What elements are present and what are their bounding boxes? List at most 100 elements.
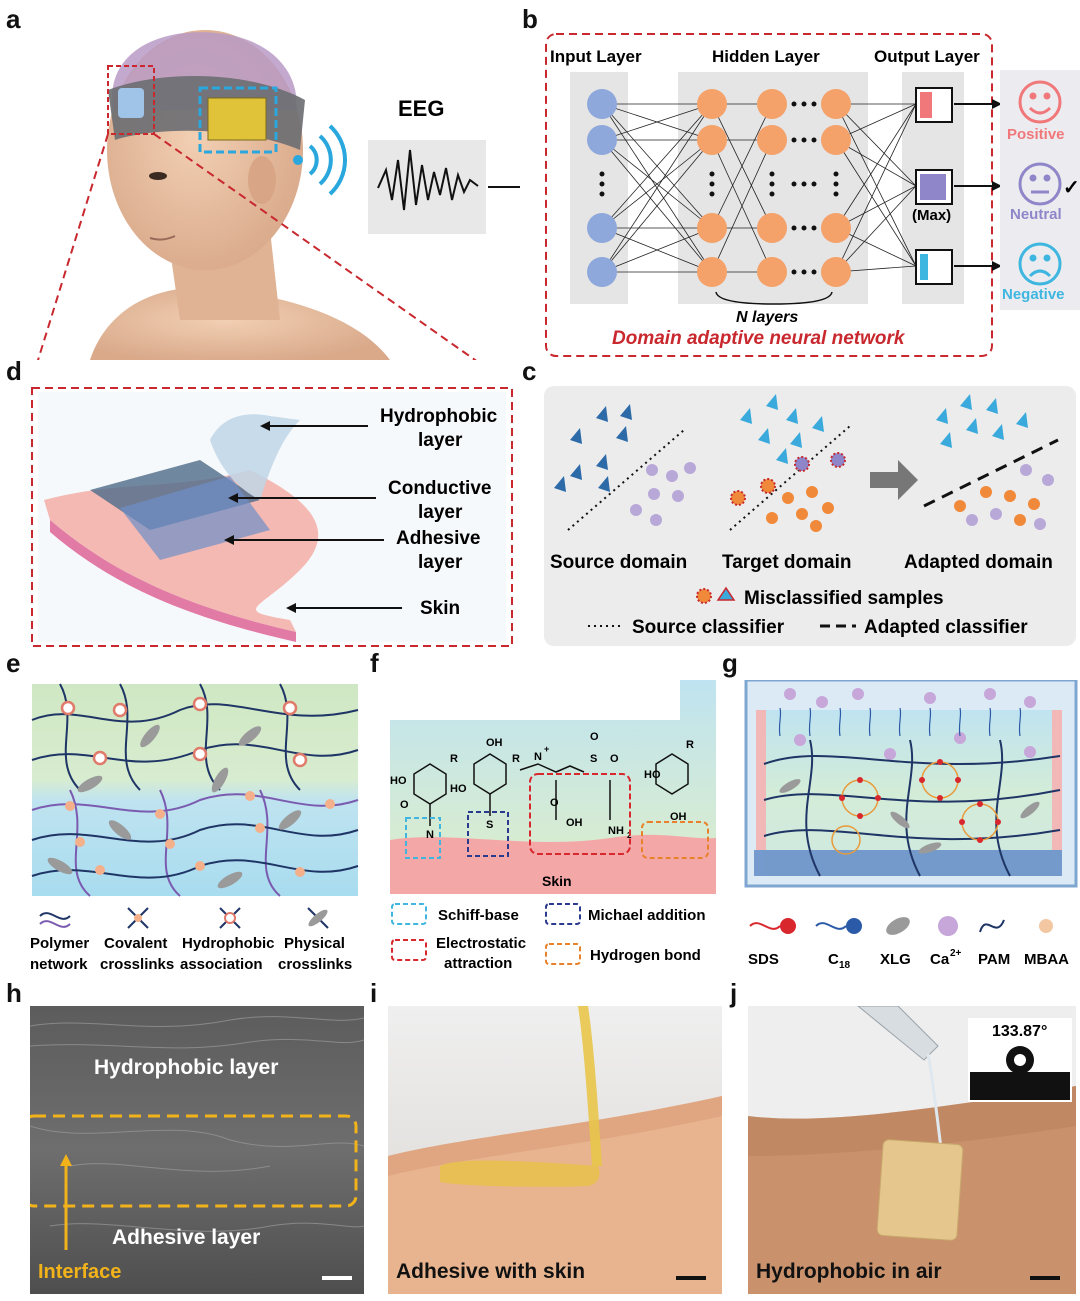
inset-substrate — [970, 1072, 1070, 1100]
legend-electrostatic-1: Electrostatic — [436, 935, 526, 952]
legend-mbaa: MBAA — [1024, 951, 1069, 968]
chemical-structures — [413, 753, 689, 826]
target-circles — [766, 486, 834, 532]
legend-covalent-1: Covalent — [104, 935, 167, 952]
physical-crosslink-ellipses — [47, 724, 302, 889]
gel-region — [764, 710, 1060, 876]
hydrophobic-layer-label-2: layer — [418, 430, 463, 451]
schiff-base-box — [405, 817, 441, 859]
electrode-patch — [118, 88, 144, 118]
eeg-waveform — [377, 149, 479, 211]
legend-hydrophobic-1: Hydrophobic — [182, 935, 275, 952]
hidden-layer-label: Hidden Layer — [712, 47, 820, 66]
panel-label-b: b — [522, 4, 538, 34]
ear — [248, 156, 276, 204]
adhesive-layer-label-2: layer — [418, 552, 463, 573]
panel-label-j: j — [730, 978, 738, 1008]
legend-physical-1: Physical — [284, 935, 345, 952]
max-label: (Max) — [912, 207, 951, 224]
panel-f-adhesion-chemistry: Skin HO O N R OH HO S R N + S O O O OH N… — [390, 680, 716, 972]
panel-label-a: a — [6, 4, 21, 34]
target-domain-label: Target domain — [722, 552, 852, 573]
adapted-purple-circles — [966, 464, 1054, 530]
panel-label-d: d — [6, 356, 22, 386]
c18-legend-icon — [815, 922, 847, 930]
panel-label-h: h — [6, 978, 22, 1008]
eeg-signal-box — [368, 140, 486, 234]
covalent-legend-icon — [127, 907, 149, 929]
sem-texture — [30, 1016, 364, 1232]
pam-legend-icon — [979, 919, 1005, 933]
legend-sds: SDS — [748, 951, 779, 968]
panel-j-hydrophobic-photo: 133.87° Hydrophobic in air — [748, 1006, 1076, 1294]
hidden-nodes — [697, 89, 851, 287]
panel-g-ionic-structure: SDS C 18 XLG Ca 2+ PAM MBAA — [744, 680, 1078, 971]
legend-physical-2: crosslinks — [278, 956, 352, 973]
chem-n-plus: N — [534, 751, 542, 763]
source-classifier-line — [567, 429, 685, 531]
chem-oh-1: OH — [486, 737, 503, 749]
n-layers-label: N layers — [736, 309, 798, 326]
legend-michael-addition: Michael addition — [588, 907, 706, 924]
left-wall — [756, 710, 766, 850]
legend-hydrophobic-2: association — [180, 956, 263, 973]
chip-highlight-box — [198, 86, 278, 154]
chem-r-2: R — [512, 753, 520, 765]
adhesive-layer-label: Adhesive layer — [112, 1226, 260, 1249]
chem-ho-1: HO — [390, 775, 407, 787]
electrostatic-box — [529, 773, 631, 855]
hydrophobic-layer-label-1: Hydrophobic — [380, 406, 498, 427]
zoom-line-right — [153, 133, 477, 360]
target-triangles — [740, 394, 824, 464]
panel-c-domain-adaptation: Source domain Target domain Adapted doma… — [544, 386, 1076, 646]
horizontal-ellipsis — [791, 101, 817, 275]
chem-o-3: O — [610, 753, 619, 765]
polymer-legend-icon — [39, 912, 71, 928]
mbaa-legend-icon — [1039, 919, 1053, 933]
hydrophobic-layer-label: Hydrophobic layer — [94, 1056, 278, 1079]
legend-ca-sup: 2+ — [950, 948, 962, 959]
panel-label-i: i — [370, 978, 378, 1008]
panel-e-polymer-network: Polymer network Covalent crosslinks Hydr… — [30, 683, 359, 973]
wireless-icon — [293, 124, 348, 196]
output-layer-label: Output Layer — [874, 47, 980, 66]
adapted-triangles — [936, 394, 1028, 448]
hydrophobic-legend-icon — [219, 907, 241, 929]
mouth — [149, 235, 176, 241]
panel-label-g: g — [722, 648, 738, 678]
misclassified-triangle-icon — [716, 586, 736, 601]
network-border — [545, 33, 993, 357]
hydrophobic-caption: Hydrophobic in air — [756, 1260, 942, 1283]
shoulders — [90, 287, 390, 360]
panel-b-neural-network: Input Layer Hidden Layer Output Layer — [545, 33, 1080, 357]
panel-a-head-illustration: EEG — [37, 30, 520, 360]
ca-legend-icon — [938, 916, 958, 936]
chem-o-4: O — [550, 797, 559, 809]
legend-pam: PAM — [978, 951, 1010, 968]
adapted-domain-label: Adapted domain — [904, 552, 1053, 573]
hydrophobic-association-nodes — [60, 696, 308, 768]
input-nodes — [587, 89, 617, 287]
source-triangles — [554, 404, 632, 492]
skin-region — [390, 834, 716, 894]
positive-label: Positive — [1007, 126, 1065, 143]
misclassified-circle-icon — [696, 588, 712, 604]
c18-chains — [778, 707, 1022, 737]
chem-r-3: R — [686, 739, 694, 751]
syringe-icon — [857, 1006, 939, 1061]
adapted-orange-circles — [954, 486, 1040, 526]
misclassified-label: Misclassified samples — [744, 588, 944, 609]
conductive-layer-label-1: Conductive — [388, 478, 491, 499]
misclassified-markers — [730, 452, 846, 506]
source-classifier-line-target — [729, 425, 851, 531]
legend-michael-swatch — [545, 903, 581, 925]
circuit-chip — [207, 97, 267, 141]
legend-electrostatic-2: attraction — [444, 955, 512, 972]
input-layer-label: Input Layer — [550, 47, 642, 66]
pointer-lines — [234, 425, 402, 609]
sem-background — [30, 1006, 364, 1294]
adapt-arrow-icon — [870, 460, 918, 500]
sds-legend-icon — [749, 922, 781, 930]
chem-labels: HO O N R OH HO S R N + S O O O OH NH 2 H… — [390, 731, 694, 841]
panel-h-sem-image: Hydrophobic layer Adhesive layer Interfa… — [30, 1006, 364, 1294]
